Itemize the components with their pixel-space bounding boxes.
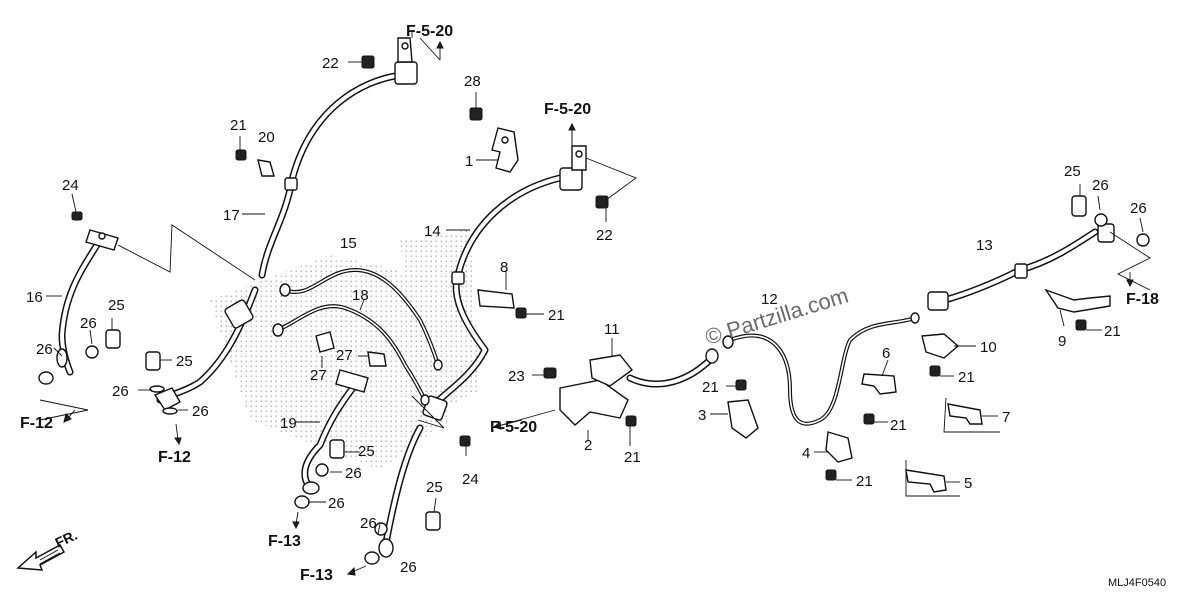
part-label: 21	[702, 379, 719, 396]
part-label: 21	[548, 307, 565, 324]
part-label: 26	[1092, 177, 1109, 194]
part-label: 7	[1002, 409, 1010, 426]
part-label: 19	[280, 415, 297, 432]
part-label: 22	[596, 227, 613, 244]
part-label: 25	[108, 297, 125, 314]
pipe-rear	[728, 316, 917, 426]
reference-label: F-13	[268, 533, 301, 550]
part-label: 26	[112, 383, 129, 400]
reference-label: F-5-20	[544, 101, 591, 118]
part-label: 24	[62, 177, 79, 194]
reference-label: F-18	[1126, 291, 1159, 308]
dotted-area-left	[210, 255, 450, 470]
part-label: 27	[310, 367, 327, 384]
reference-arrows	[63, 40, 1134, 576]
part-label: 26	[360, 515, 377, 532]
part-label: 1	[465, 153, 473, 170]
fittings	[56, 37, 1115, 558]
part-label: 13	[976, 237, 993, 254]
part-label: 21	[1104, 323, 1121, 340]
part-label: 26	[80, 315, 97, 332]
part-label: 9	[1058, 333, 1066, 350]
part-label: 10	[980, 339, 997, 356]
part-number-labels: 1 2 3 4 5 6 7 8 9 10 11 12 13 14 15 16 1…	[26, 0, 1153, 576]
part-label: 23	[508, 368, 525, 385]
hose-14	[381, 174, 564, 552]
part-label: 25	[176, 353, 193, 370]
part-label: 4	[802, 445, 810, 462]
front-direction-arrow	[16, 543, 66, 571]
part-label: 16	[26, 289, 43, 306]
part-label: 26	[36, 341, 53, 358]
bolts-and-washers	[38, 55, 1150, 565]
part-label: 15	[340, 235, 357, 252]
part-label: 25	[426, 479, 443, 496]
part-label: 6	[882, 345, 890, 362]
part-label: 17	[223, 207, 240, 224]
reference-label: F-5-20	[490, 419, 537, 436]
part-label: 3	[698, 407, 706, 424]
part-label: 26	[192, 403, 209, 420]
reference-label: F-12	[20, 415, 53, 432]
diagram-code: MLJ4F0540	[1108, 577, 1166, 589]
brackets	[257, 127, 1111, 493]
hose-19	[301, 381, 359, 492]
part-label: 18	[352, 287, 369, 304]
part-label: 24	[462, 471, 479, 488]
part-label: 27	[336, 347, 353, 364]
hose-11	[626, 354, 716, 388]
part-label: 20	[258, 129, 275, 146]
part-label: 22	[322, 55, 339, 72]
pipe-15	[283, 268, 440, 367]
part-label: 21	[856, 473, 873, 490]
part-label: 21	[1136, 0, 1153, 4]
reference-label: F-12	[158, 449, 191, 466]
part-label: 21	[890, 417, 907, 434]
part-label: 11	[604, 321, 620, 338]
part-label: 21	[958, 369, 975, 386]
part-label: 14	[424, 223, 441, 240]
part-label: 21	[624, 449, 641, 466]
part-label: 25	[1064, 163, 1081, 180]
reference-label: F-5-20	[406, 23, 453, 40]
part-label: 28	[464, 73, 481, 90]
part-label: 5	[964, 475, 972, 492]
reference-labels: F-5-20 F-5-20 F-5-20 F-12 F-12 F-13 F-13…	[20, 23, 1159, 584]
part-label: 12	[761, 291, 778, 308]
leader-lines	[39, 30, 1151, 535]
part-label: 26	[328, 495, 345, 512]
part-label: 2	[584, 437, 592, 454]
part-label: 8	[500, 259, 508, 276]
part-label: 26	[400, 559, 417, 576]
part-label: 21	[230, 117, 247, 134]
direction-label: FR.	[53, 527, 80, 551]
part-label: 25	[358, 443, 375, 460]
part-label: 26	[345, 465, 362, 482]
reference-label: F-13	[300, 567, 333, 584]
part-label: 26	[1130, 200, 1147, 217]
pipe-18	[276, 304, 427, 402]
